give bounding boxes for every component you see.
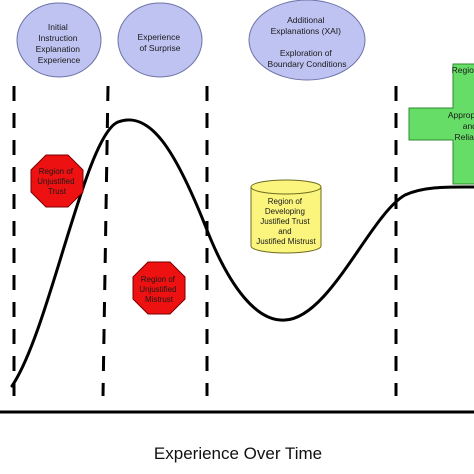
- phase-label-initial: Initial Instruction Explanation Experien…: [36, 22, 83, 65]
- appropriate-reliance-cross: Region of Appropriate and Reliance: [408, 63, 474, 185]
- unjustified-trust-octagon: [30, 154, 84, 208]
- cylinder-top: [250, 179, 322, 195]
- trust-curve: [10, 118, 474, 388]
- appropriate-reliance-label: Region of Appropriate and Reliance: [448, 65, 474, 142]
- x-axis-title: Experience Over Time: [154, 444, 322, 463]
- unjustified-trust-label: Region of Unjustified Trust: [37, 167, 77, 196]
- green-cross-shape: [408, 63, 474, 185]
- developing-trust-cylinder: Region of Developing Justified Trust and…: [250, 179, 322, 254]
- developing-trust-label: Region of Developing Justified Trust and…: [256, 197, 316, 246]
- unjustified-mistrust-octagon: [132, 261, 186, 315]
- cylinder-body: [250, 187, 322, 254]
- phase-bubble-surprise: [117, 2, 203, 78]
- unjustified-mistrust-label: Region of Unjustified Mistrust: [139, 275, 179, 304]
- phase-bubble-initial: [16, 2, 102, 78]
- phase-bubble-xai: [248, 0, 366, 81]
- phase-label-xai: Additional Explanations (XAI) Exploratio…: [268, 15, 347, 69]
- phase-label-surprise: Experience of Surprise: [138, 32, 183, 53]
